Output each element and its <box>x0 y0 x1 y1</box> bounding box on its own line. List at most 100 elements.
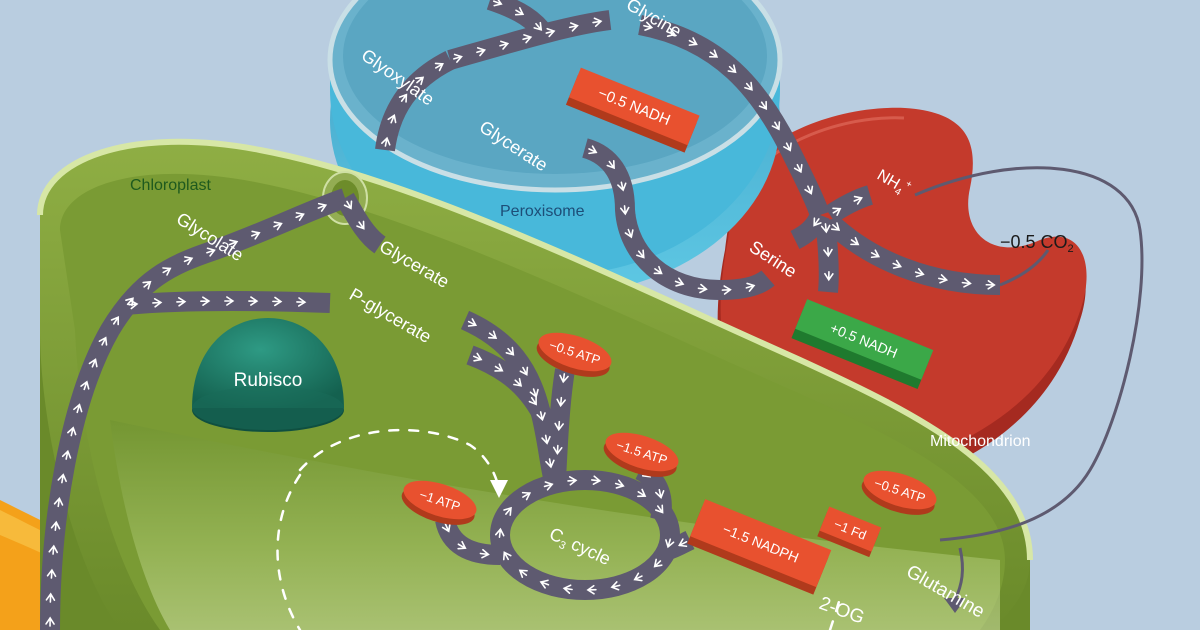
flow-chevron <box>67 426 77 437</box>
flow-chevron <box>441 523 451 533</box>
flow-chevron <box>162 267 172 276</box>
flow-chevron <box>665 538 675 549</box>
flow-chevron <box>961 278 972 288</box>
flow-chevron <box>476 47 487 57</box>
cost-mito-nadh: +0.5 NADH <box>791 299 934 390</box>
dashed-path-lower-left <box>276 473 302 630</box>
flow-chevron <box>552 444 563 456</box>
flow-chevron <box>224 296 235 306</box>
cost-nadph: −1.5 NADPH <box>687 499 832 595</box>
flow-chevron <box>633 572 643 582</box>
flow-glycerate-into-peroxisome <box>581 138 775 300</box>
flow-chevron <box>610 581 621 591</box>
flow-chevron <box>892 259 902 269</box>
peroxisome-label: Peroxisome <box>500 203 585 220</box>
flow-chevron <box>562 584 573 594</box>
flow-chevron <box>487 330 498 339</box>
flow-chevron <box>381 136 391 147</box>
flow-chevron <box>453 53 463 63</box>
flow-chevron <box>50 520 61 531</box>
co2-release-line <box>999 249 1050 287</box>
flow-chevron <box>793 163 803 174</box>
mitochondrion-label: Mitochondrion <box>930 433 1031 450</box>
nh4-recycle-arrowhead <box>944 598 966 613</box>
flow-chevron <box>536 411 546 422</box>
flow-chevron <box>521 491 532 501</box>
rubisco-label: Rubisco <box>234 370 303 391</box>
flow-chevron <box>830 222 841 231</box>
flow-chevron <box>503 506 512 516</box>
flow-chevron <box>758 100 768 111</box>
flow-chevron <box>73 403 83 414</box>
flow-chevron <box>938 274 949 284</box>
flow-chevron <box>272 296 283 307</box>
flow-chevron <box>200 296 211 306</box>
flow-chevron <box>110 316 120 326</box>
flow-chevron <box>387 114 397 124</box>
dashed-arrowhead <box>490 480 508 498</box>
flow-chevron <box>592 17 603 27</box>
flow-chevron <box>494 527 505 538</box>
flow-chevron <box>228 239 239 249</box>
flow-chevron <box>853 195 863 205</box>
flow-chevron <box>494 363 504 372</box>
flow-chevrons <box>45 0 996 627</box>
flow-chevron <box>513 377 523 387</box>
flow-chevron <box>183 256 194 266</box>
co2-label: −0.5 CO2 <box>1000 232 1074 255</box>
flow-chevron <box>273 221 283 231</box>
flow-chevron <box>295 212 305 222</box>
flow-chevron <box>678 538 688 548</box>
flow-chevron <box>88 358 98 368</box>
flow-chevron <box>745 282 756 292</box>
flow-chevron <box>434 62 444 72</box>
flow-chevron <box>499 40 510 50</box>
flow-chevron <box>206 247 216 257</box>
flow-chevron <box>804 185 814 195</box>
flow-chevron <box>533 21 543 31</box>
cost-atp-1: −1 ATP <box>401 480 477 525</box>
dashed-path-lower-right <box>828 596 842 630</box>
flow-chevron <box>514 7 525 16</box>
flow-chevron <box>48 544 59 555</box>
flow-mito-to-serine <box>790 210 830 249</box>
flow-chevron <box>57 473 67 484</box>
flow-chevron <box>568 22 579 32</box>
flow-chevron <box>505 346 515 356</box>
flow-mito-to-co2 <box>823 214 1001 295</box>
flow-chevron <box>783 142 792 152</box>
flow-chevron <box>541 434 551 445</box>
flow-chevron <box>688 37 698 46</box>
flow-chevron <box>559 373 569 384</box>
flow-chevron <box>914 268 925 278</box>
flow-chevron <box>666 27 677 37</box>
flow-chevron <box>823 247 833 258</box>
flow-chevron <box>398 93 408 103</box>
nh4-recycle-line <box>914 166 1144 542</box>
flow-chevron <box>643 21 654 31</box>
flow-chevron <box>317 202 328 212</box>
flow-chevron <box>824 271 834 282</box>
flow-chevron <box>539 579 550 589</box>
flow-chevron <box>45 616 55 627</box>
flow-chevron <box>820 223 831 234</box>
flow-chevron <box>519 366 529 376</box>
flow-chevron <box>586 584 597 595</box>
flow-chevron <box>655 504 664 514</box>
flow-chevron <box>543 481 554 491</box>
flow-chevron <box>251 230 261 240</box>
flow-chevron <box>870 249 881 259</box>
flow-chevron <box>415 76 425 86</box>
flow-chevron <box>125 297 134 307</box>
flow-chevron <box>637 488 647 498</box>
dashed-path-to-c3 <box>298 428 500 487</box>
cost-atp-05-a: −0.5 ATP <box>536 332 612 377</box>
flow-chevron <box>528 396 537 406</box>
flow-chevron <box>45 592 56 603</box>
flow-chevron <box>850 236 860 246</box>
flow-chevron <box>655 488 665 499</box>
flow-chevron <box>708 49 719 58</box>
flow-chevron <box>457 540 467 550</box>
flow-chevron <box>80 380 90 391</box>
